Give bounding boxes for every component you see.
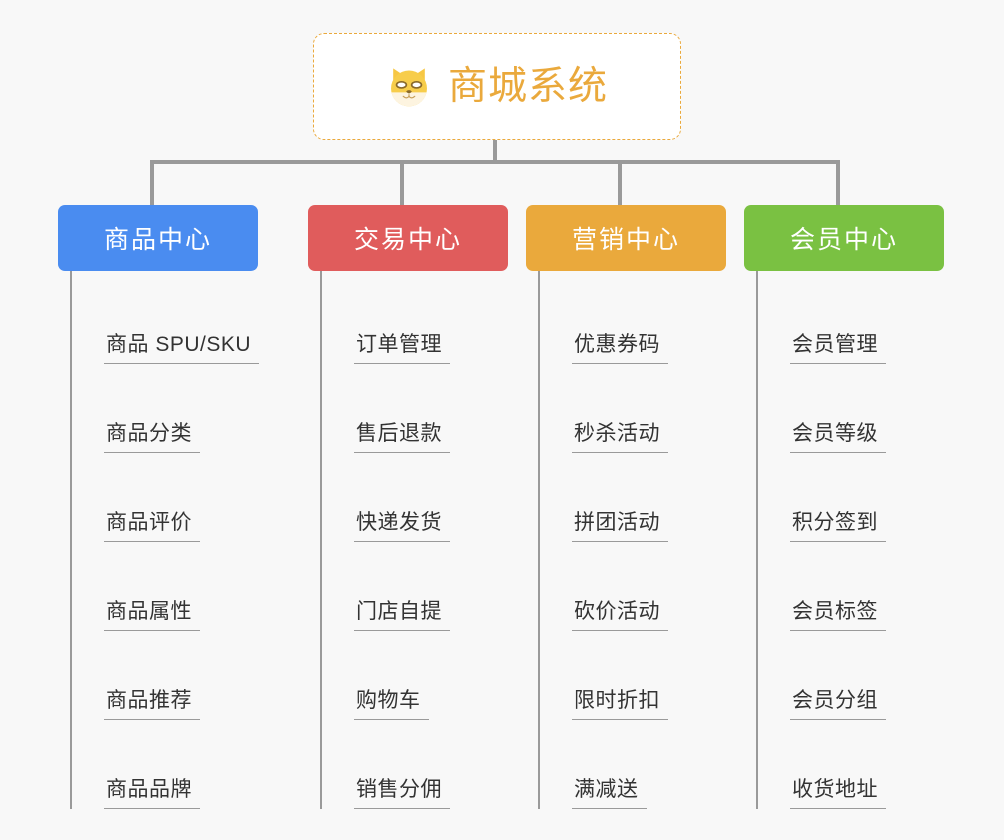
leaf-item[interactable]: 售后退款 [322, 364, 508, 453]
leaf-label: 商品推荐 [106, 688, 192, 712]
branch-column-3: 营销中心 优惠券码 秒杀活动 拼团活动 砍价活动 限时折扣 满减送 [526, 205, 726, 809]
leaf-item[interactable]: 会员管理 [758, 275, 944, 364]
leaf-list-3: 优惠券码 秒杀活动 拼团活动 砍价活动 限时折扣 满减送 [538, 271, 726, 809]
leaf-item[interactable]: 积分签到 [758, 453, 944, 542]
category-label: 交易中心 [353, 226, 462, 254]
leaf-list-4: 会员管理 会员等级 积分签到 会员标签 会员分组 收货地址 [756, 271, 944, 809]
leaf-label: 会员标签 [792, 599, 878, 623]
leaf-item[interactable]: 商品 SPU/SKU [72, 275, 260, 364]
leaf-label: 会员等级 [792, 421, 878, 445]
leaf-item[interactable]: 购物车 [322, 631, 508, 720]
leaf-label: 秒杀活动 [574, 421, 660, 445]
leaf-label: 商品品牌 [106, 777, 192, 801]
leaf-list-2: 订单管理 售后退款 快递发货 门店自提 购物车 销售分佣 [320, 271, 508, 809]
root-title: 商城系统 [447, 65, 608, 108]
connector-root-stem [493, 140, 497, 164]
category-header-4[interactable]: 会员中心 [744, 205, 944, 271]
leaf-label: 满减送 [574, 777, 639, 801]
leaf-label: 商品 SPU/SKU [106, 332, 252, 356]
branch-column-4: 会员中心 会员管理 会员等级 积分签到 会员标签 会员分组 收货地址 [744, 205, 944, 809]
leaf-item[interactable]: 秒杀活动 [540, 364, 726, 453]
category-header-1[interactable]: 商品中心 [58, 205, 258, 271]
category-label: 商品中心 [103, 226, 212, 254]
leaf-label: 订单管理 [356, 332, 442, 356]
category-header-3[interactable]: 营销中心 [526, 205, 726, 271]
leaf-item[interactable]: 订单管理 [322, 275, 508, 364]
leaf-item[interactable]: 商品属性 [72, 542, 258, 631]
category-label: 会员中心 [789, 226, 898, 254]
leaf-item[interactable]: 门店自提 [322, 542, 508, 631]
leaf-label: 积分签到 [792, 510, 878, 534]
leaf-item[interactable]: 销售分佣 [322, 720, 508, 809]
leaf-label: 售后退款 [356, 421, 442, 445]
leaf-label: 商品属性 [106, 599, 192, 623]
leaf-item[interactable]: 会员标签 [758, 542, 944, 631]
connector-drop-2 [400, 160, 404, 205]
leaf-label: 限时折扣 [574, 688, 660, 712]
leaf-item[interactable]: 会员分组 [758, 631, 944, 720]
leaf-label: 销售分佣 [356, 777, 442, 801]
leaf-item[interactable]: 商品品牌 [72, 720, 258, 809]
leaf-label: 商品分类 [106, 421, 192, 445]
leaf-item[interactable]: 满减送 [540, 720, 726, 809]
leaf-label: 会员分组 [792, 688, 878, 712]
leaf-list-1: 商品 SPU/SKU 商品分类 商品评价 商品属性 商品推荐 商品品牌 [70, 271, 260, 809]
leaf-label: 商品评价 [106, 510, 192, 534]
leaf-label: 优惠券码 [574, 332, 660, 356]
leaf-label: 门店自提 [356, 599, 442, 623]
leaf-item[interactable]: 商品评价 [72, 453, 258, 542]
branch-column-2: 交易中心 订单管理 售后退款 快递发货 门店自提 购物车 销售分佣 [308, 205, 508, 809]
leaf-item[interactable]: 限时折扣 [540, 631, 726, 720]
category-header-2[interactable]: 交易中心 [308, 205, 508, 271]
leaf-item[interactable]: 拼团活动 [540, 453, 726, 542]
leaf-label: 会员管理 [792, 332, 878, 356]
leaf-label: 砍价活动 [574, 599, 660, 623]
leaf-item[interactable]: 收货地址 [758, 720, 944, 809]
connector-drop-3 [618, 160, 622, 205]
leaf-label: 快递发货 [356, 510, 442, 534]
leaf-item[interactable]: 会员等级 [758, 364, 944, 453]
leaf-item[interactable]: 优惠券码 [540, 275, 726, 364]
connector-drop-4 [836, 160, 840, 205]
connector-horizontal-bus [150, 160, 838, 164]
category-label: 营销中心 [571, 226, 680, 254]
branch-column-1: 商品中心 商品 SPU/SKU 商品分类 商品评价 商品属性 商品推荐 商品品牌 [58, 205, 260, 809]
leaf-item[interactable]: 快递发货 [322, 453, 508, 542]
connector-drop-1 [150, 160, 154, 205]
leaf-label: 购物车 [356, 688, 421, 712]
leaf-label: 拼团活动 [574, 510, 660, 534]
leaf-label: 收货地址 [792, 777, 878, 801]
leaf-item[interactable]: 商品推荐 [72, 631, 258, 720]
leaf-item[interactable]: 砍价活动 [540, 542, 726, 631]
root-node[interactable]: 商城系统 [313, 33, 681, 140]
leaf-item[interactable]: 商品分类 [72, 364, 258, 453]
shiba-dog-face-icon [391, 67, 427, 106]
